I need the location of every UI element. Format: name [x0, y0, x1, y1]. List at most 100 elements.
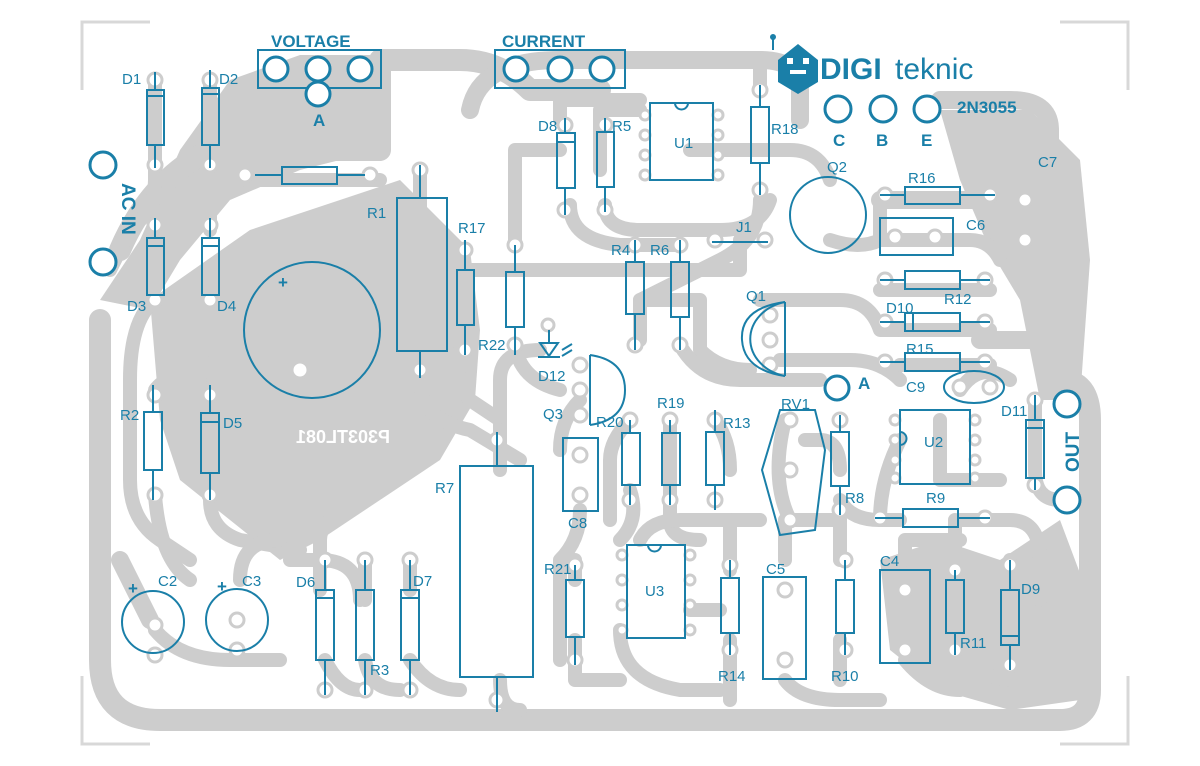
label-r6: R6	[650, 242, 669, 259]
connector-labels: VOLTAGE CURRENT A AC IN OUT 2N3055 C B E…	[117, 32, 1084, 598]
capacitor-c6	[879, 217, 954, 256]
label-r5: R5	[612, 118, 631, 135]
silkscreen-components	[121, 70, 1045, 712]
robot-logo-icon	[770, 34, 818, 94]
resistor-r11	[945, 570, 965, 655]
resistor-r13	[705, 410, 725, 510]
pad-r0-b	[361, 166, 379, 184]
rv-a-label: A	[858, 374, 870, 393]
label-r13: R13	[723, 415, 751, 432]
rv-a-pad	[823, 374, 851, 402]
label-r18: R18	[771, 121, 799, 138]
frame-corners	[80, 20, 1130, 746]
label-d10: D10	[886, 300, 914, 317]
pad-u1-2	[638, 128, 652, 142]
pad-q3-3	[571, 406, 589, 424]
current-pin-2	[546, 55, 574, 83]
voltage-wiper-label: A	[313, 111, 325, 130]
pad-c9-b	[981, 378, 999, 396]
label-r2: R2	[120, 407, 139, 424]
label-d12: D12	[538, 368, 566, 385]
connector-pads	[88, 49, 1082, 515]
diode-d9	[1000, 560, 1020, 670]
pad-u2-7	[968, 433, 982, 447]
pad-c2-a	[146, 616, 164, 634]
c2-polarity-mark: +	[128, 579, 138, 598]
current-pin-3	[588, 55, 616, 83]
pad-r0-a	[236, 166, 254, 184]
current-pin-1	[502, 55, 530, 83]
collector-pad	[823, 94, 853, 124]
pad-j1-b	[756, 231, 774, 249]
label-u2: U2	[924, 434, 943, 451]
pad-u3-1	[615, 548, 629, 562]
label-r7: R7	[435, 480, 454, 497]
label-q2: Q2	[827, 159, 847, 176]
label-d7: D7	[413, 573, 432, 590]
transistor-q1	[740, 301, 786, 377]
pad-u3-6	[683, 598, 697, 612]
diode-d1	[146, 72, 165, 168]
label-r20: R20	[596, 414, 624, 431]
resistor-r1	[396, 165, 448, 378]
pad-c8-a	[571, 446, 589, 464]
label-d8: D8	[538, 118, 557, 135]
diode-d5	[200, 385, 220, 500]
label-d6: D6	[296, 574, 315, 591]
pad-c5-b	[776, 651, 794, 669]
pad-q3-1	[571, 356, 589, 374]
pad-rv1-3	[781, 511, 799, 529]
diode-d4	[201, 218, 220, 296]
resistor-r17	[456, 240, 475, 355]
capacitor-c9	[943, 370, 1005, 404]
pad-c3-a	[228, 611, 246, 629]
label-r16: R16	[908, 170, 936, 187]
transistor-q3	[589, 354, 627, 426]
pad-u3-5	[683, 623, 697, 637]
label-rv1: RV1	[781, 396, 810, 413]
ic-u3	[626, 544, 686, 639]
label-d5: D5	[223, 415, 242, 432]
label-r10: R10	[831, 668, 859, 685]
out-pad-2	[1052, 485, 1082, 515]
resistor-r22	[505, 245, 525, 355]
resistor-r20	[621, 420, 641, 505]
transistor-q2	[789, 176, 867, 254]
capacitor-c3	[205, 588, 269, 652]
base-pad	[868, 94, 898, 124]
ic-u2	[899, 409, 971, 485]
pad-u2-6	[968, 453, 982, 467]
label-r11: R11	[960, 635, 986, 652]
current-label: CURRENT	[502, 32, 586, 51]
pad-u2-4	[888, 471, 902, 485]
label-d3: D3	[127, 298, 146, 315]
pad-c6-a	[886, 228, 904, 246]
label-d1: D1	[122, 71, 141, 88]
pad-d12-a	[540, 317, 556, 333]
diode-d6	[315, 560, 335, 695]
ac-in-label: AC IN	[117, 183, 138, 235]
resistor-r0	[255, 166, 365, 185]
led-d12	[538, 330, 573, 358]
pad-u3-2	[615, 573, 629, 587]
label-j1: J1	[736, 219, 752, 236]
brand-logo: DIGI teknic	[770, 34, 973, 94]
label-r1: R1	[367, 205, 386, 222]
collector-label: C	[833, 131, 845, 150]
label-r15: R15	[906, 341, 934, 358]
pad-c6-b	[926, 228, 944, 246]
ac-in-pad-1	[88, 150, 118, 180]
brand-name-light: teknic	[895, 53, 973, 86]
resistor-r16	[880, 186, 995, 205]
diode-d11	[1025, 395, 1045, 490]
label-d11: D11	[1001, 403, 1027, 420]
out-label: OUT	[1063, 432, 1084, 473]
voltage-label: VOLTAGE	[271, 32, 351, 51]
resistor-r9	[875, 508, 990, 528]
pad-rv1-1	[781, 411, 799, 429]
capacitor-c1	[243, 261, 381, 399]
label-r14: R14	[718, 668, 746, 685]
label-q3: Q3	[543, 406, 563, 423]
